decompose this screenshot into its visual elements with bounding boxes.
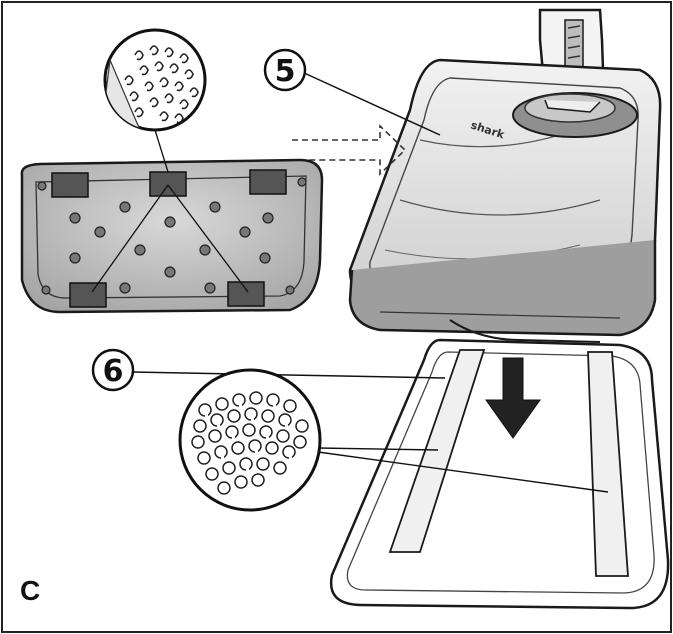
callout-6-label: 6 (103, 354, 124, 389)
mop-head: shark (348, 8, 662, 343)
hook-strip (69, 282, 107, 308)
callout-6: 6 (91, 348, 446, 392)
hook-strip (51, 172, 89, 198)
velcro-hook-magnifier-icon (103, 28, 207, 132)
hook-strip (249, 169, 287, 195)
step-letter: C (20, 575, 40, 606)
callout-5: 5 (263, 48, 441, 136)
attachment-guide (292, 124, 407, 210)
mop-pad (329, 338, 670, 610)
mop-base-underside (20, 129, 324, 314)
loop-strip (388, 349, 486, 553)
loop-strip (587, 351, 629, 577)
velcro-loop-magnifier-icon (178, 368, 609, 512)
down-arrow-icon (485, 357, 541, 439)
hook-strip (227, 281, 265, 307)
callout-5-label: 5 (275, 54, 296, 89)
hook-strip (149, 171, 187, 197)
